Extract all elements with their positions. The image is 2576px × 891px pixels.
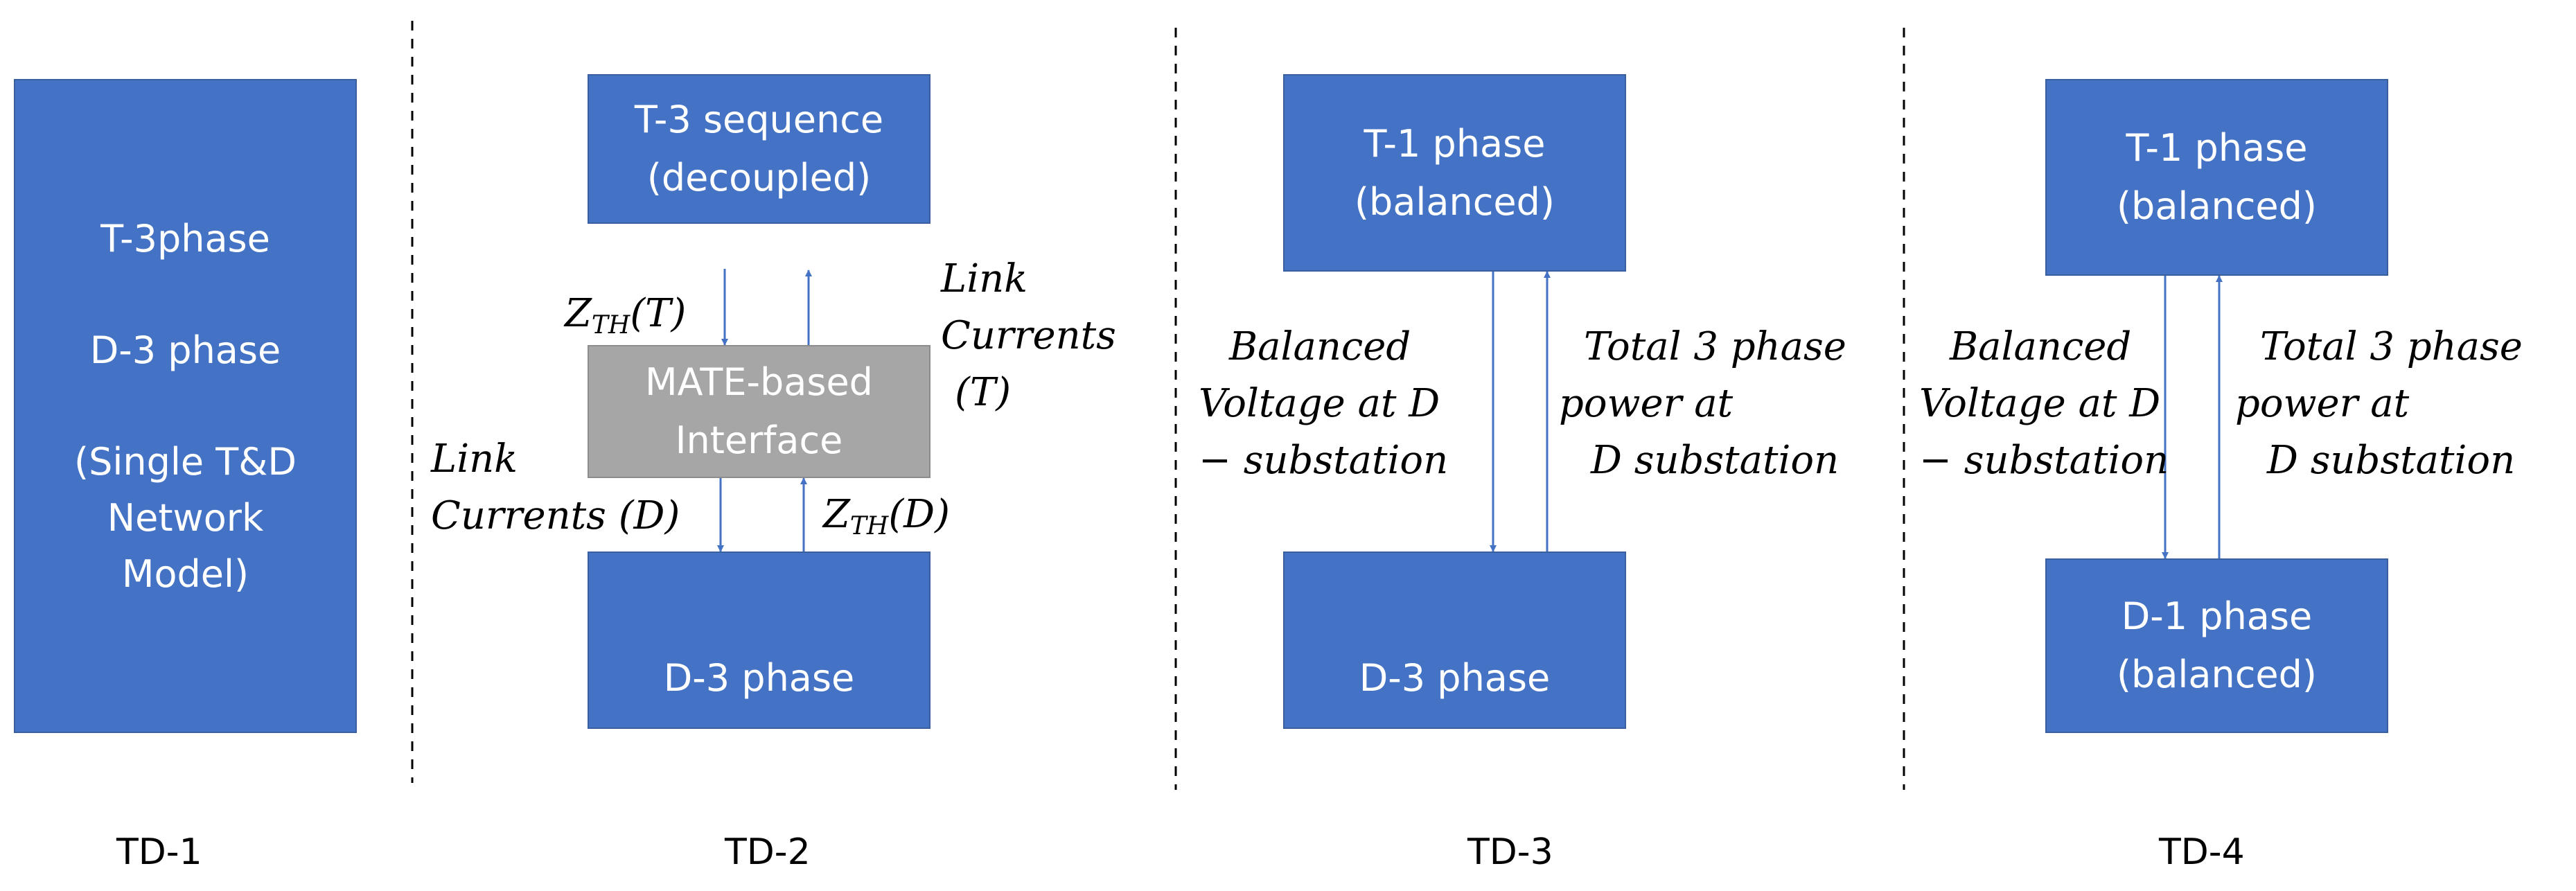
- td2-link-currents-t-label: Link Currents (T): [941, 256, 1116, 415]
- td2-zth-t-label: ZTH(T): [565, 291, 687, 339]
- td3-bottom-label: D-3 phase: [1359, 656, 1551, 700]
- td2-top-line2: (decoupled): [646, 156, 872, 200]
- td2-zth-d-label: ZTH(D): [823, 492, 950, 540]
- td2-top-line1: T-3 sequence: [634, 98, 884, 142]
- td1-single-network-box: T-3phase D-3 phase (Single T&D Network M…: [14, 79, 357, 733]
- td2-interface-line1: MATE-based: [645, 360, 873, 405]
- td4-bottom-line1: D-1 phase: [2121, 594, 2313, 639]
- td4-caption: TD-4: [2159, 831, 2245, 873]
- td1-box-line1: T-3phase: [100, 216, 270, 261]
- td3-voltage-label: Balanced Voltage at D − substation: [1199, 324, 1449, 483]
- td3-caption: TD-3: [1467, 831, 1553, 873]
- td1-box-line5: Model): [121, 552, 249, 596]
- td2-transmission-box: T-3 sequence (decoupled): [588, 74, 930, 224]
- td1-box-line3: (Single T&D: [74, 439, 297, 484]
- td2-bottom-label: D-3 phase: [663, 656, 855, 700]
- td3-power-label: Total 3 phase power at D substation: [1559, 324, 1846, 483]
- td3-top-line1: T-1 phase: [1364, 121, 1546, 166]
- td4-top-line1: T-1 phase: [2126, 126, 2308, 170]
- td2-interface-line2: Interface: [675, 418, 843, 462]
- td4-bottom-line2: (balanced): [2116, 653, 2317, 696]
- td4-voltage-label: Balanced Voltage at D − substation: [1919, 324, 2169, 483]
- td2-distribution-box: D-3 phase: [588, 552, 930, 729]
- td4-top-line2: (balanced): [2116, 184, 2317, 228]
- td3-top-line2: (balanced): [1354, 179, 1555, 224]
- td1-caption: TD-1: [116, 831, 202, 873]
- td3-distribution-box: D-3 phase: [1283, 552, 1626, 729]
- td4-distribution-box: D-1 phase (balanced): [2045, 558, 2388, 733]
- td4-transmission-box: T-1 phase (balanced): [2045, 79, 2388, 276]
- td4-power-label: Total 3 phase power at D substation: [2235, 324, 2523, 483]
- td1-box-line2: D-3 phase: [89, 328, 281, 372]
- td2-caption: TD-2: [725, 831, 811, 873]
- td3-transmission-box: T-1 phase (balanced): [1283, 74, 1626, 272]
- td2-link-currents-d-label: Link Currents (D): [431, 436, 680, 538]
- td1-box-line4: Network: [107, 495, 264, 540]
- td2-mate-interface-box: MATE-based Interface: [588, 345, 930, 478]
